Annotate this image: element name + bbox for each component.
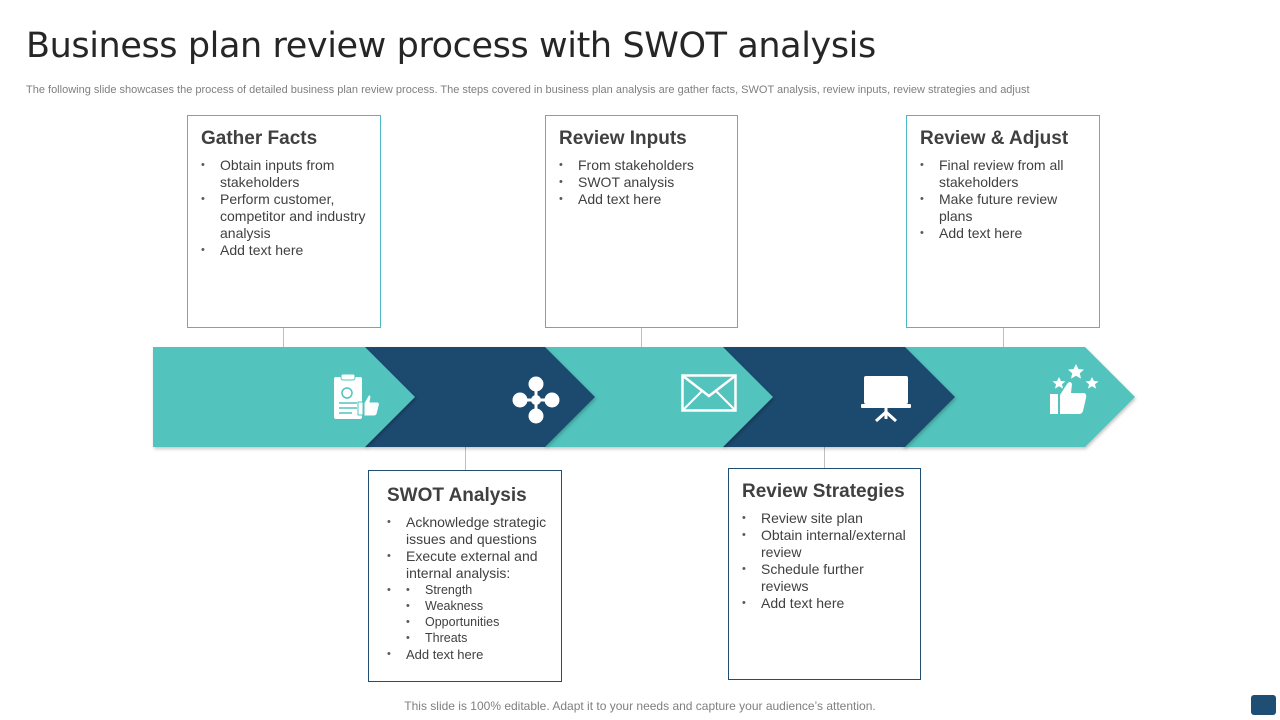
list-item: Final review from all stakeholders: [920, 157, 1087, 191]
sub-list-item: Strength: [406, 582, 549, 598]
step-list: From stakeholders SWOT analysis Add text…: [559, 157, 725, 208]
step-list: Acknowledge strategic issues and questio…: [387, 514, 549, 663]
list-item: Schedule further reviews: [742, 561, 908, 595]
list-item: Add text here: [387, 646, 549, 663]
chevron-step-1: [153, 347, 415, 447]
envelope-icon: [681, 374, 737, 412]
network-nodes-icon: [512, 376, 560, 424]
sub-list-item: Weakness: [406, 598, 549, 614]
list-item: Acknowledge strategic issues and questio…: [387, 514, 549, 548]
list-item: Perform customer, competitor and industr…: [201, 191, 368, 242]
connector-review-adjust: [1003, 327, 1004, 347]
list-item: Add text here: [201, 242, 368, 259]
clipboard-thumbs-up-icon: [334, 373, 380, 419]
sub-list-item: Opportunities: [406, 614, 549, 630]
presentation-board-icon: [861, 376, 911, 423]
list-item: Make future review plans: [920, 191, 1087, 225]
list-item: Add text here: [559, 191, 725, 208]
list-item: Add text here: [920, 225, 1087, 242]
step-heading: Gather Facts: [201, 128, 318, 149]
step-card-swot-analysis: SWOT Analysis Acknowledge strategic issu…: [368, 470, 562, 682]
step-list: Obtain inputs from stakeholders Perform …: [201, 157, 368, 259]
step-list: Review site plan Obtain internal/externa…: [742, 510, 908, 612]
connector-review-inputs: [641, 327, 642, 347]
step-heading: Review Strategies: [742, 481, 905, 502]
sub-list-item: Threats: [406, 630, 549, 646]
step-heading: SWOT Analysis: [387, 485, 527, 506]
list-item: Strength Weakness Opportunities Threats: [387, 582, 549, 646]
list-item: From stakeholders: [559, 157, 725, 174]
page-title: Business plan review process with SWOT a…: [26, 26, 876, 66]
list-item: Add text here: [742, 595, 908, 612]
list-item: Obtain internal/external review: [742, 527, 908, 561]
step-card-review-adjust: Review & Adjust Final review from all st…: [906, 115, 1100, 328]
step-card-gather-facts: Gather Facts Obtain inputs from stakehol…: [187, 115, 381, 328]
chevron-step-4: [723, 347, 955, 447]
page-subtitle: The following slide showcases the proces…: [26, 84, 1030, 96]
step-card-review-strategies: Review Strategies Review site plan Obtai…: [728, 468, 921, 680]
connector-gather-facts: [283, 327, 284, 347]
step-list: Final review from all stakeholders Make …: [920, 157, 1087, 242]
thumbs-up-stars-icon: [1050, 364, 1099, 414]
sub-list: Strength Weakness Opportunities Threats: [406, 582, 549, 646]
list-item: Review site plan: [742, 510, 908, 527]
connector-review-strategies: [824, 447, 825, 469]
list-item: Execute external and internal analysis:: [387, 548, 549, 582]
step-heading: Review Inputs: [559, 128, 687, 149]
list-item: Obtain inputs from stakeholders: [201, 157, 368, 191]
corner-logo-square: [1251, 695, 1276, 715]
step-heading: Review & Adjust: [920, 128, 1069, 149]
step-card-review-inputs: Review Inputs From stakeholders SWOT ana…: [545, 115, 738, 328]
list-item: SWOT analysis: [559, 174, 725, 191]
chevron-step-3: [545, 347, 773, 447]
connector-swot-analysis: [465, 447, 466, 471]
footer-note: This slide is 100% editable. Adapt it to…: [404, 699, 876, 713]
